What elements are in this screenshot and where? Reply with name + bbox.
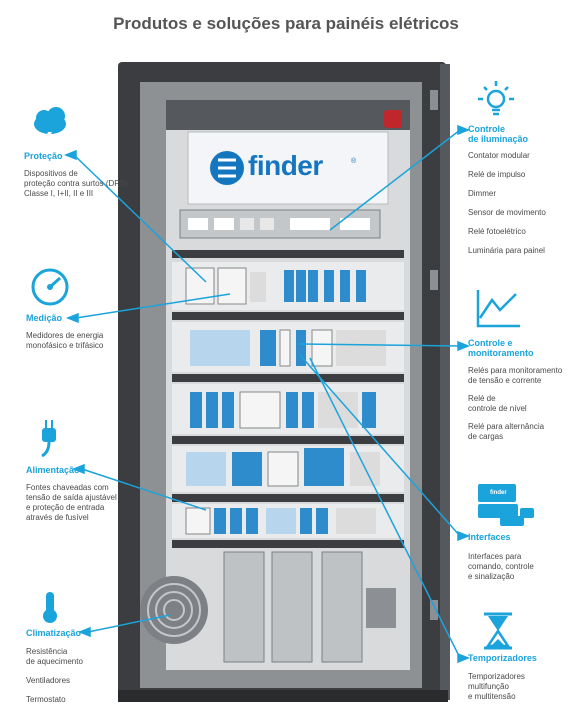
iluminacao-item-3: Dimmer (468, 189, 496, 198)
temporizadores-item-2: multifunção (468, 682, 509, 691)
lightbulb-icon (478, 81, 514, 116)
arrow-medicao (65, 312, 79, 324)
monitoramento-item-2: Relé de (468, 394, 496, 403)
hinge-bottom (430, 600, 438, 620)
rising-chart-icon (476, 290, 520, 328)
temporizadores-item-1: Temporizadores (468, 672, 525, 681)
iluminacao-item-1: Contator modular (468, 151, 530, 160)
hinge-top (430, 90, 438, 110)
alimentacao-title: Alimentação (26, 465, 80, 475)
thermometer-icon (43, 592, 57, 623)
page-title: Produtos e soluções para painéis elétric… (113, 14, 459, 33)
monitoramento-title-2: monitoramento (468, 348, 534, 358)
interfaces-item-3: e sinalização (468, 572, 515, 581)
registered-mark: ® (351, 158, 357, 165)
alimentacao-desc-1: Fontes chaveadas com (26, 483, 109, 492)
plug-icon (41, 420, 56, 458)
alimentacao-desc-2: tensão de saída ajustável (26, 493, 117, 502)
alimentacao-desc-4: através de fusível (26, 513, 89, 522)
monitoramento-item-1: Relés para monitoramento (468, 366, 563, 375)
climatizacao-item-1: Resistência (26, 647, 68, 656)
thermostat-box (366, 588, 396, 628)
arrow-iluminacao (457, 124, 471, 136)
interfaces-item-1: Interfaces para (468, 552, 522, 561)
climatizacao-item-2: Ventiladores (26, 676, 71, 685)
mini-finder-logo: finder (490, 490, 507, 496)
interfaces-title: Interfaces (468, 532, 511, 542)
iluminacao-title-1: Controle (468, 124, 505, 134)
arrow-climatizacao (77, 626, 91, 638)
medicao-title: Medição (26, 313, 63, 323)
protecao-desc-2: proteção contra surtos (DPS) (24, 179, 128, 188)
hinge-middle (430, 270, 438, 290)
finder-logo-text: finder (248, 150, 323, 181)
relay-boxes-icon (478, 484, 534, 526)
protecao-desc-1: Dispositivos de (24, 169, 78, 178)
climatizacao-title: Climatização (26, 628, 82, 638)
climatizacao-item-1b: de aquecimento (26, 657, 83, 666)
protecao-desc-3: Classe I, I+II, II e III (24, 189, 94, 198)
monitoramento-item-3: Relé para alternância (468, 422, 545, 431)
emergency-button (384, 110, 402, 128)
cloud-lightning-icon (34, 107, 66, 150)
iluminacao-item-6: Luminária para painel (468, 246, 545, 255)
cabinet-side (440, 64, 450, 700)
arrow-temporizadores (457, 652, 471, 664)
monitoramento-item-2b: controle de nível (468, 404, 527, 413)
arrow-monitoramento (457, 340, 471, 352)
iluminacao-title-2: de iluminação (468, 134, 529, 144)
cabinet-base (118, 690, 448, 702)
alimentacao-desc-3: e proteção de entrada (26, 503, 105, 512)
iluminacao-item-4: Sensor de movimento (468, 208, 546, 217)
monitoramento-item-3b: de cargas (468, 432, 504, 441)
monitoramento-item-1b: de tensão e corrente (468, 376, 542, 385)
arrow-interfaces (457, 530, 471, 542)
temporizadores-item-3: e multitensão (468, 692, 516, 701)
iluminacao-item-5: Relé fotoelétrico (468, 227, 526, 236)
gauge-icon (31, 268, 69, 306)
medicao-desc-1: Medidores de energia (26, 331, 104, 340)
fan-grill (140, 576, 208, 644)
climatizacao-item-3: Termostato (26, 695, 66, 704)
interfaces-item-2: comando, controle (468, 562, 534, 571)
arrow-protecao (63, 149, 77, 161)
iluminacao-item-2: Relé de impulso (468, 170, 526, 179)
monitoramento-title-1: Controle e (468, 338, 513, 348)
medicao-desc-2: monofásico e trifásico (26, 341, 104, 350)
hourglass-icon (484, 612, 512, 650)
arrow-alimentacao (71, 463, 85, 475)
protecao-title: Proteção (24, 151, 63, 161)
temporizadores-title: Temporizadores (468, 653, 537, 663)
